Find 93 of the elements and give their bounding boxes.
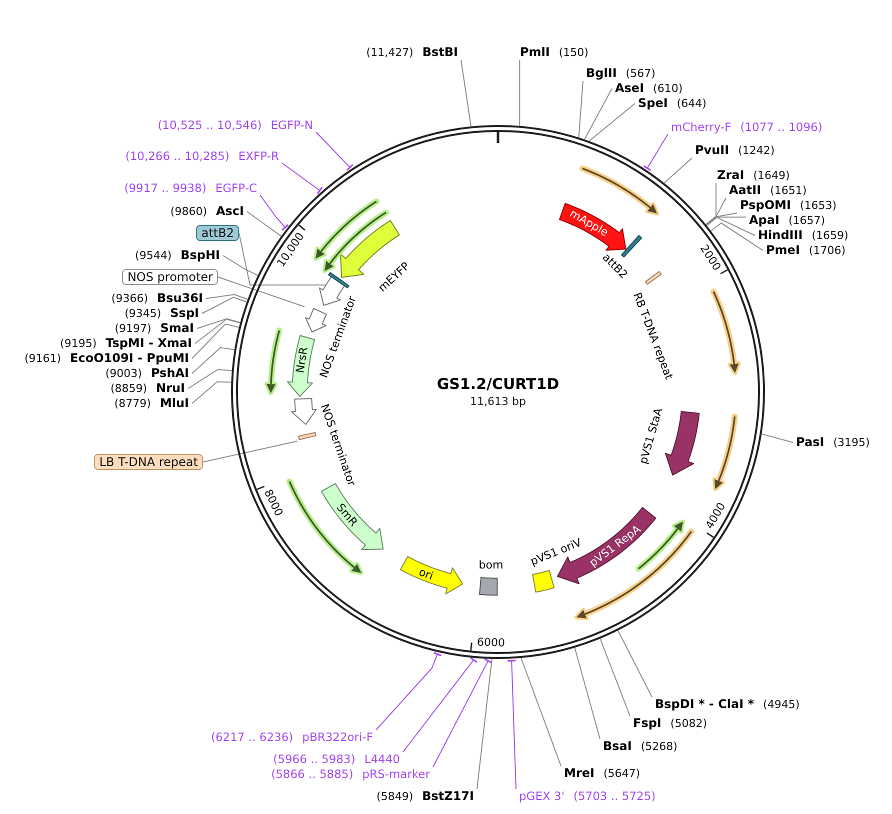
primer-label: mCherry-F (1077 .. 1096) [668,120,826,134]
scale-label: 4000 [704,501,728,532]
leader-line [376,652,442,730]
site-label: AatII (1651) [726,183,810,198]
site-label: SpeI (644) [635,96,710,111]
site-label: (11,427) BstBI [363,45,461,60]
primer-label: (10,525 .. 10,546) EGFP-N [154,118,316,132]
primer-label: (10,266 .. 10,285) EXFP-R [122,149,282,163]
leader-line [710,222,764,251]
site-label: BglII (567) [583,66,658,81]
leader-line [476,658,492,790]
site-label: (9860) AscI [167,204,247,219]
primer-label: (5966 .. 5983) L4440 [270,752,403,766]
site-label: ZraI (1649) [714,168,793,183]
leader-line [260,194,289,231]
site-label: (9366) Bsu36I [108,291,206,306]
leader-line [706,212,738,226]
leader-line [222,255,258,276]
orf-feature [709,286,744,378]
site-label: PasI (3195) [793,435,873,450]
site-label: (9345) SspI [122,306,202,321]
leader-line [402,656,478,752]
leader-line [246,211,282,237]
orf-feature [311,196,382,264]
leader-line [460,60,472,127]
site-label: (8779) MluI [111,396,192,411]
leader-line [643,134,668,172]
leader-line [706,216,746,226]
primer-label: (6217 .. 6236) pBR322ori-F [208,730,376,744]
site-label: FspI (5082) [630,716,710,731]
leader-line [705,182,716,225]
site-label: PvuII (1242) [692,143,778,158]
leader-line [584,88,612,140]
site-label: HindIII (1659) [755,228,852,243]
leader-line [202,296,248,314]
site-label: PmlI (150) [517,45,592,60]
leader-line [706,216,756,236]
feature-label: pVS1 StaA [636,406,666,466]
primer-label: (5866 .. 5885) pRS-marker [268,767,433,781]
feature-mark [297,430,318,442]
leader-line [600,638,630,716]
primer-label: pGEX 3' (5703 .. 5725) [516,789,659,803]
site-label: AseI (610) [612,81,686,96]
scale-label: 8000 [261,488,285,519]
site-label: (9195) TspMI - XmaI [57,336,195,351]
leader-line [432,658,492,768]
plasmid-name: GS1.2/CURT1D [436,375,560,393]
site-label: MreI (5647) [561,766,644,781]
leader-line [192,323,240,359]
primer-label: (9917 .. 9938) EGFP-C [121,181,260,195]
site-label: (9161) EcoO109I - PpuMI [21,351,192,366]
leader-line [519,60,520,126]
leader-line [282,162,323,195]
leader-line [196,318,241,329]
leader-line [664,158,692,184]
leader-line [574,647,600,740]
leader-line [202,440,298,462]
feature-mark [326,271,350,290]
leader-line [192,381,232,404]
leader-line [706,198,726,226]
leader-line [238,232,328,286]
site-label: BsaI (5268) [600,739,680,754]
orf-feature [262,326,284,398]
leader-line [316,132,354,171]
feature-label: attB2 [196,225,239,241]
feature-label: bom [478,558,504,572]
feature-label: NrsR [294,346,310,374]
leader-line [188,368,232,389]
site-label: PspOMI (1653) [737,198,840,213]
leader-line [520,658,562,766]
plasmid-size: 11,613 bp [470,395,526,409]
feature-label: NOS promoter [122,269,218,285]
leader-line [206,294,248,300]
leader-line [194,318,241,344]
leader-line [761,433,794,443]
site-label: PmeI (1706) [763,243,848,258]
site-label: (5849) BstZ17I [374,789,477,804]
leader-line [578,80,584,138]
leader-line [588,103,636,142]
feature-label: LB T-DNA repeat [94,454,203,470]
site-label: (9197) SmaI [112,321,197,336]
sequence-feature [304,306,328,334]
leader-line [218,276,305,308]
scale-label: 6000 [476,636,505,650]
site-label: (9544) BspHI [132,248,223,263]
leader-line [192,347,235,374]
site-label: (8859) NruI [107,381,188,396]
site-label: (9003) PshAI [102,366,192,381]
site-label: BspDI * - ClaI * (4945) [652,697,803,712]
leader-line [506,660,516,790]
site-label: ApaI (1657) [746,213,828,228]
feature-label: ori [417,565,435,583]
leader-line [617,630,652,698]
